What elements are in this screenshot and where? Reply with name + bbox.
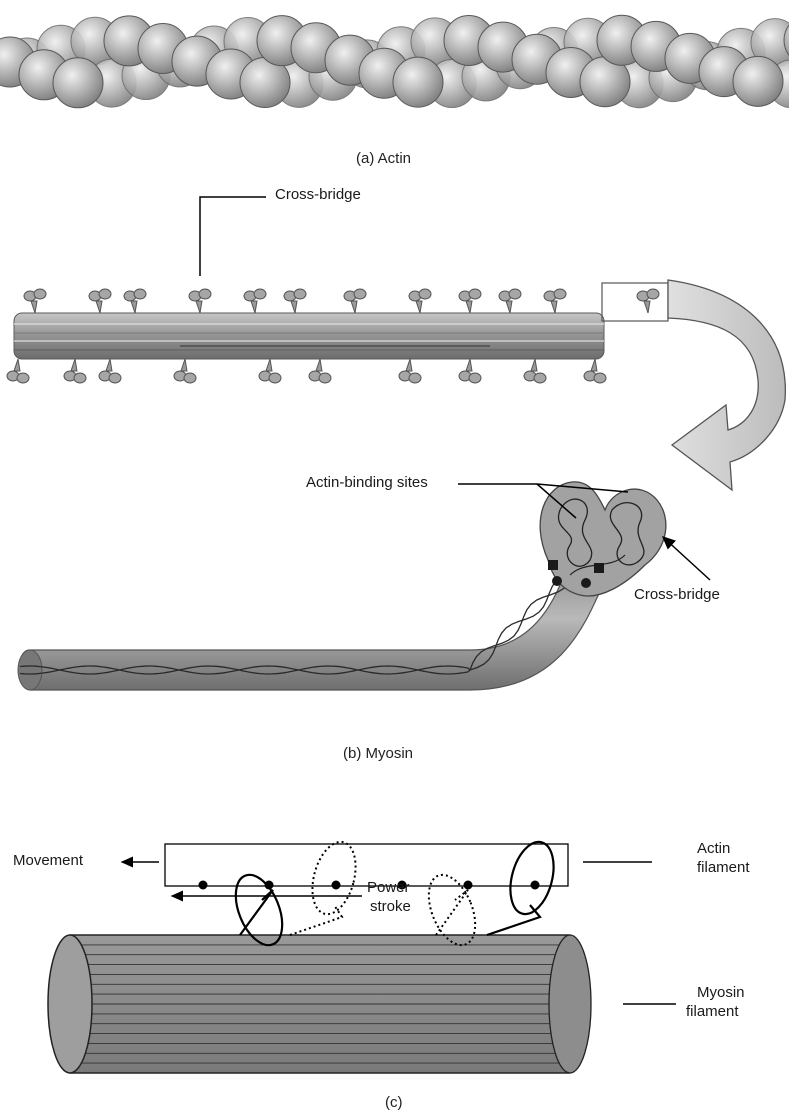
movement-label: Movement — [13, 852, 83, 869]
cross-bridge-head — [24, 289, 46, 313]
actin-filament-label-1: Actin — [697, 840, 730, 857]
actin-binding-sites-label: Actin-binding sites — [306, 474, 428, 491]
myosin-molecule — [18, 482, 666, 690]
cross-bridge-head — [89, 289, 111, 313]
actin-helix — [0, 15, 789, 108]
power-stroke-label-2: stroke — [370, 898, 411, 915]
actin-bead — [393, 57, 443, 107]
cross-bridge-head — [499, 289, 521, 313]
cross-bridge-head — [99, 359, 121, 383]
cross-bridge-head — [399, 359, 421, 383]
inset-box — [602, 283, 668, 321]
myosin-thick-filament — [14, 313, 604, 359]
cross-bridge-head — [64, 359, 86, 383]
actin-bead — [733, 56, 783, 106]
cross-bridge-head — [7, 359, 29, 383]
power-stroke-label-1: Power — [367, 879, 410, 896]
actin-filament-label-2: filament — [697, 859, 750, 876]
cross-bridge-head — [174, 359, 196, 383]
myosin-filament-label-2: filament — [686, 1003, 739, 1020]
myosin-filament-cylinder — [48, 935, 591, 1073]
caption-myosin: (b) Myosin — [343, 745, 413, 762]
cross-bridge-head — [344, 289, 366, 313]
cross-bridge-head — [637, 289, 659, 313]
myosin-filament-label-1: Myosin — [697, 984, 745, 1001]
actin-bead — [53, 58, 103, 108]
cross-bridge-head — [584, 359, 606, 383]
caption-c: (c) — [385, 1094, 403, 1111]
cross-bridge-head — [459, 289, 481, 313]
cross-bridge-label-head: Cross-bridge — [634, 586, 720, 603]
cross-bridge-head — [259, 359, 281, 383]
caption-actin: (a) Actin — [356, 150, 411, 167]
cross-bridge-head — [524, 359, 546, 383]
cross-bridge-head — [284, 289, 306, 313]
cross-bridge-head — [459, 359, 481, 383]
cross-bridge-head — [189, 289, 211, 313]
cross-bridge-head — [544, 289, 566, 313]
curved-arrow — [668, 280, 785, 490]
cross-bridge-head — [409, 289, 431, 313]
cross-bridge-label-top: Cross-bridge — [275, 186, 361, 203]
cross-bridge-head — [124, 289, 146, 313]
cross-bridge-head — [244, 289, 266, 313]
cross-bridge-head — [309, 359, 331, 383]
